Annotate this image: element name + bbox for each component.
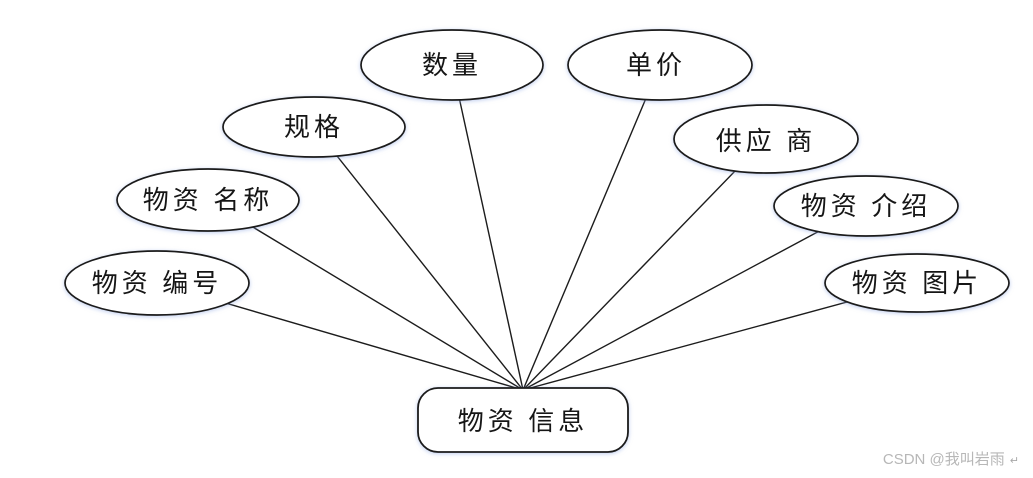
attribute-ellipse-quantity [360, 29, 544, 101]
attribute-label-specification: 规格 [284, 113, 344, 142]
watermark-text: CSDN @我叫岩雨 [882, 451, 1005, 468]
attribute-label-unit-price: 单价 [626, 51, 686, 80]
attribute-ellipse-material-intro [773, 175, 959, 237]
connector-specification [313, 126, 524, 391]
attribute-label-quantity: 数量 [422, 51, 482, 80]
connector-quantity [451, 64, 524, 391]
attribute-ellipse-specification [222, 96, 406, 158]
entity-box-material-info [417, 387, 629, 453]
connector-material-name [207, 199, 524, 391]
entity-label-material-info: 物资 信息 [458, 407, 589, 436]
connector-material-intro [522, 205, 867, 391]
return-mark-icon: ↵ [1009, 455, 1019, 467]
attribute-label-supplier: 供应 商 [716, 127, 817, 156]
attribute-ellipse-supplier [673, 104, 859, 174]
attribute-ellipse-material-number [64, 250, 250, 316]
attribute-label-material-intro: 物资 介绍 [801, 192, 932, 221]
attribute-ellipse-unit-price [567, 29, 753, 101]
attribute-label-material-name: 物资 名称 [143, 186, 274, 215]
watermark: CSDN @我叫岩雨 ↵ [883, 448, 1019, 469]
connector-lines [156, 64, 918, 391]
attribute-label-material-image: 物资 图片 [852, 269, 983, 298]
attribute-ellipse-material-name [116, 168, 300, 232]
attribute-label-material-number: 物资 编号 [92, 269, 223, 298]
attribute-ellipse-material-image [824, 253, 1010, 313]
connector-unit-price [522, 64, 661, 391]
attribute-nodes [64, 29, 1010, 316]
connector-supplier [522, 138, 767, 391]
labels: 物资 编号 物资 名称 规格 数量 单价 供应 商 物资 介绍 物资 图片 物资… [92, 51, 983, 436]
